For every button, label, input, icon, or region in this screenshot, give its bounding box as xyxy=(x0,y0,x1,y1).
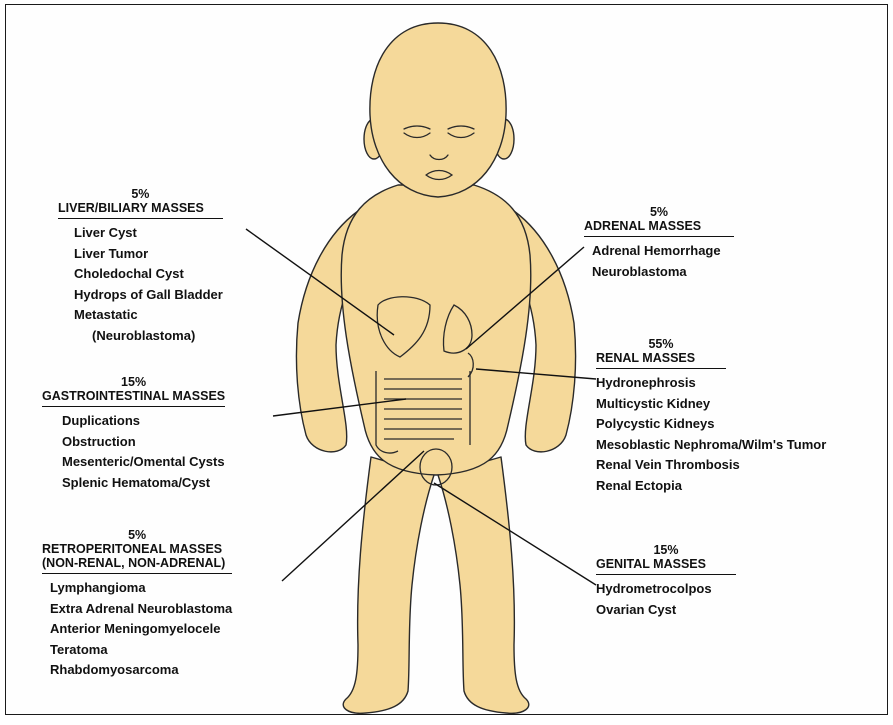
list-item: Renal Vein Thrombosis xyxy=(596,455,826,476)
renal-group: 55% RENAL MASSES Hydronephrosis Multicys… xyxy=(596,337,826,496)
list-item: Lymphangioma xyxy=(50,578,232,599)
adrenal-group: 5% ADRENAL MASSES Adrenal Hemorrhage Neu… xyxy=(584,205,734,282)
renal-item-list: Hydronephrosis Multicystic Kidney Polycy… xyxy=(596,373,826,496)
gi-title: GASTROINTESTINAL MASSES xyxy=(42,389,225,407)
list-item: Duplications xyxy=(62,411,225,432)
liver-item-list: Liver Cyst Liver Tumor Choledochal Cyst … xyxy=(74,223,223,346)
list-item: Obstruction xyxy=(62,432,225,453)
list-item: (Neuroblastoma) xyxy=(74,326,223,347)
list-item: Extra Adrenal Neuroblastoma xyxy=(50,599,232,620)
genital-group: 15% GENITAL MASSES Hydrometrocolpos Ovar… xyxy=(596,543,736,620)
retro-title-line2: (NON-RENAL, NON-ADRENAL) xyxy=(42,556,232,574)
retro-item-list: Lymphangioma Extra Adrenal Neuroblastoma… xyxy=(50,578,232,681)
gi-percent: 15% xyxy=(42,375,225,389)
list-item: Hydrometrocolpos xyxy=(596,579,736,600)
list-item: Mesoblastic Nephroma/Wilm's Tumor xyxy=(596,435,826,456)
list-item: Polycystic Kidneys xyxy=(596,414,826,435)
list-item: Teratoma xyxy=(50,640,232,661)
left-leg xyxy=(343,457,434,713)
liver-title: LIVER/BILIARY MASSES xyxy=(58,201,223,219)
list-item: Neuroblastoma xyxy=(592,262,734,283)
list-item: Adrenal Hemorrhage xyxy=(592,241,734,262)
gastrointestinal-group: 15% GASTROINTESTINAL MASSES Duplications… xyxy=(42,375,225,493)
retro-percent: 5% xyxy=(42,528,232,542)
list-item: Choledochal Cyst xyxy=(74,264,223,285)
adrenal-title: ADRENAL MASSES xyxy=(584,219,734,237)
retro-title-line1: RETROPERITONEAL MASSES xyxy=(42,542,232,556)
list-item: Renal Ectopia xyxy=(596,476,826,497)
adrenal-item-list: Adrenal Hemorrhage Neuroblastoma xyxy=(592,241,734,282)
torso xyxy=(341,185,531,475)
genital-item-list: Hydrometrocolpos Ovarian Cyst xyxy=(596,579,736,620)
list-item: Splenic Hematoma/Cyst xyxy=(62,473,225,494)
list-item: Metastatic xyxy=(74,305,223,326)
adrenal-percent: 5% xyxy=(584,205,734,219)
renal-title: RENAL MASSES xyxy=(596,351,726,369)
list-item: Multicystic Kidney xyxy=(596,394,826,415)
renal-percent: 55% xyxy=(596,337,726,351)
list-item: Liver Tumor xyxy=(74,244,223,265)
list-item: Hydrops of Gall Bladder xyxy=(74,285,223,306)
genital-title: GENITAL MASSES xyxy=(596,557,736,575)
retroperitoneal-group: 5% RETROPERITONEAL MASSES (NON-RENAL, NO… xyxy=(42,528,232,681)
list-item: Liver Cyst xyxy=(74,223,223,244)
list-item: Rhabdomyosarcoma xyxy=(50,660,232,681)
list-item: Mesenteric/Omental Cysts xyxy=(62,452,225,473)
liver-percent: 5% xyxy=(58,187,223,201)
list-item: Ovarian Cyst xyxy=(596,600,736,621)
list-item: Anterior Meningomyelocele xyxy=(50,619,232,640)
genital-percent: 15% xyxy=(596,543,736,557)
liver-biliary-group: 5% LIVER/BILIARY MASSES Liver Cyst Liver… xyxy=(58,187,223,346)
list-item: Hydronephrosis xyxy=(596,373,826,394)
gi-item-list: Duplications Obstruction Mesenteric/Omen… xyxy=(62,411,225,493)
diagram-frame: 5% LIVER/BILIARY MASSES Liver Cyst Liver… xyxy=(5,4,888,715)
right-leg xyxy=(438,457,529,713)
